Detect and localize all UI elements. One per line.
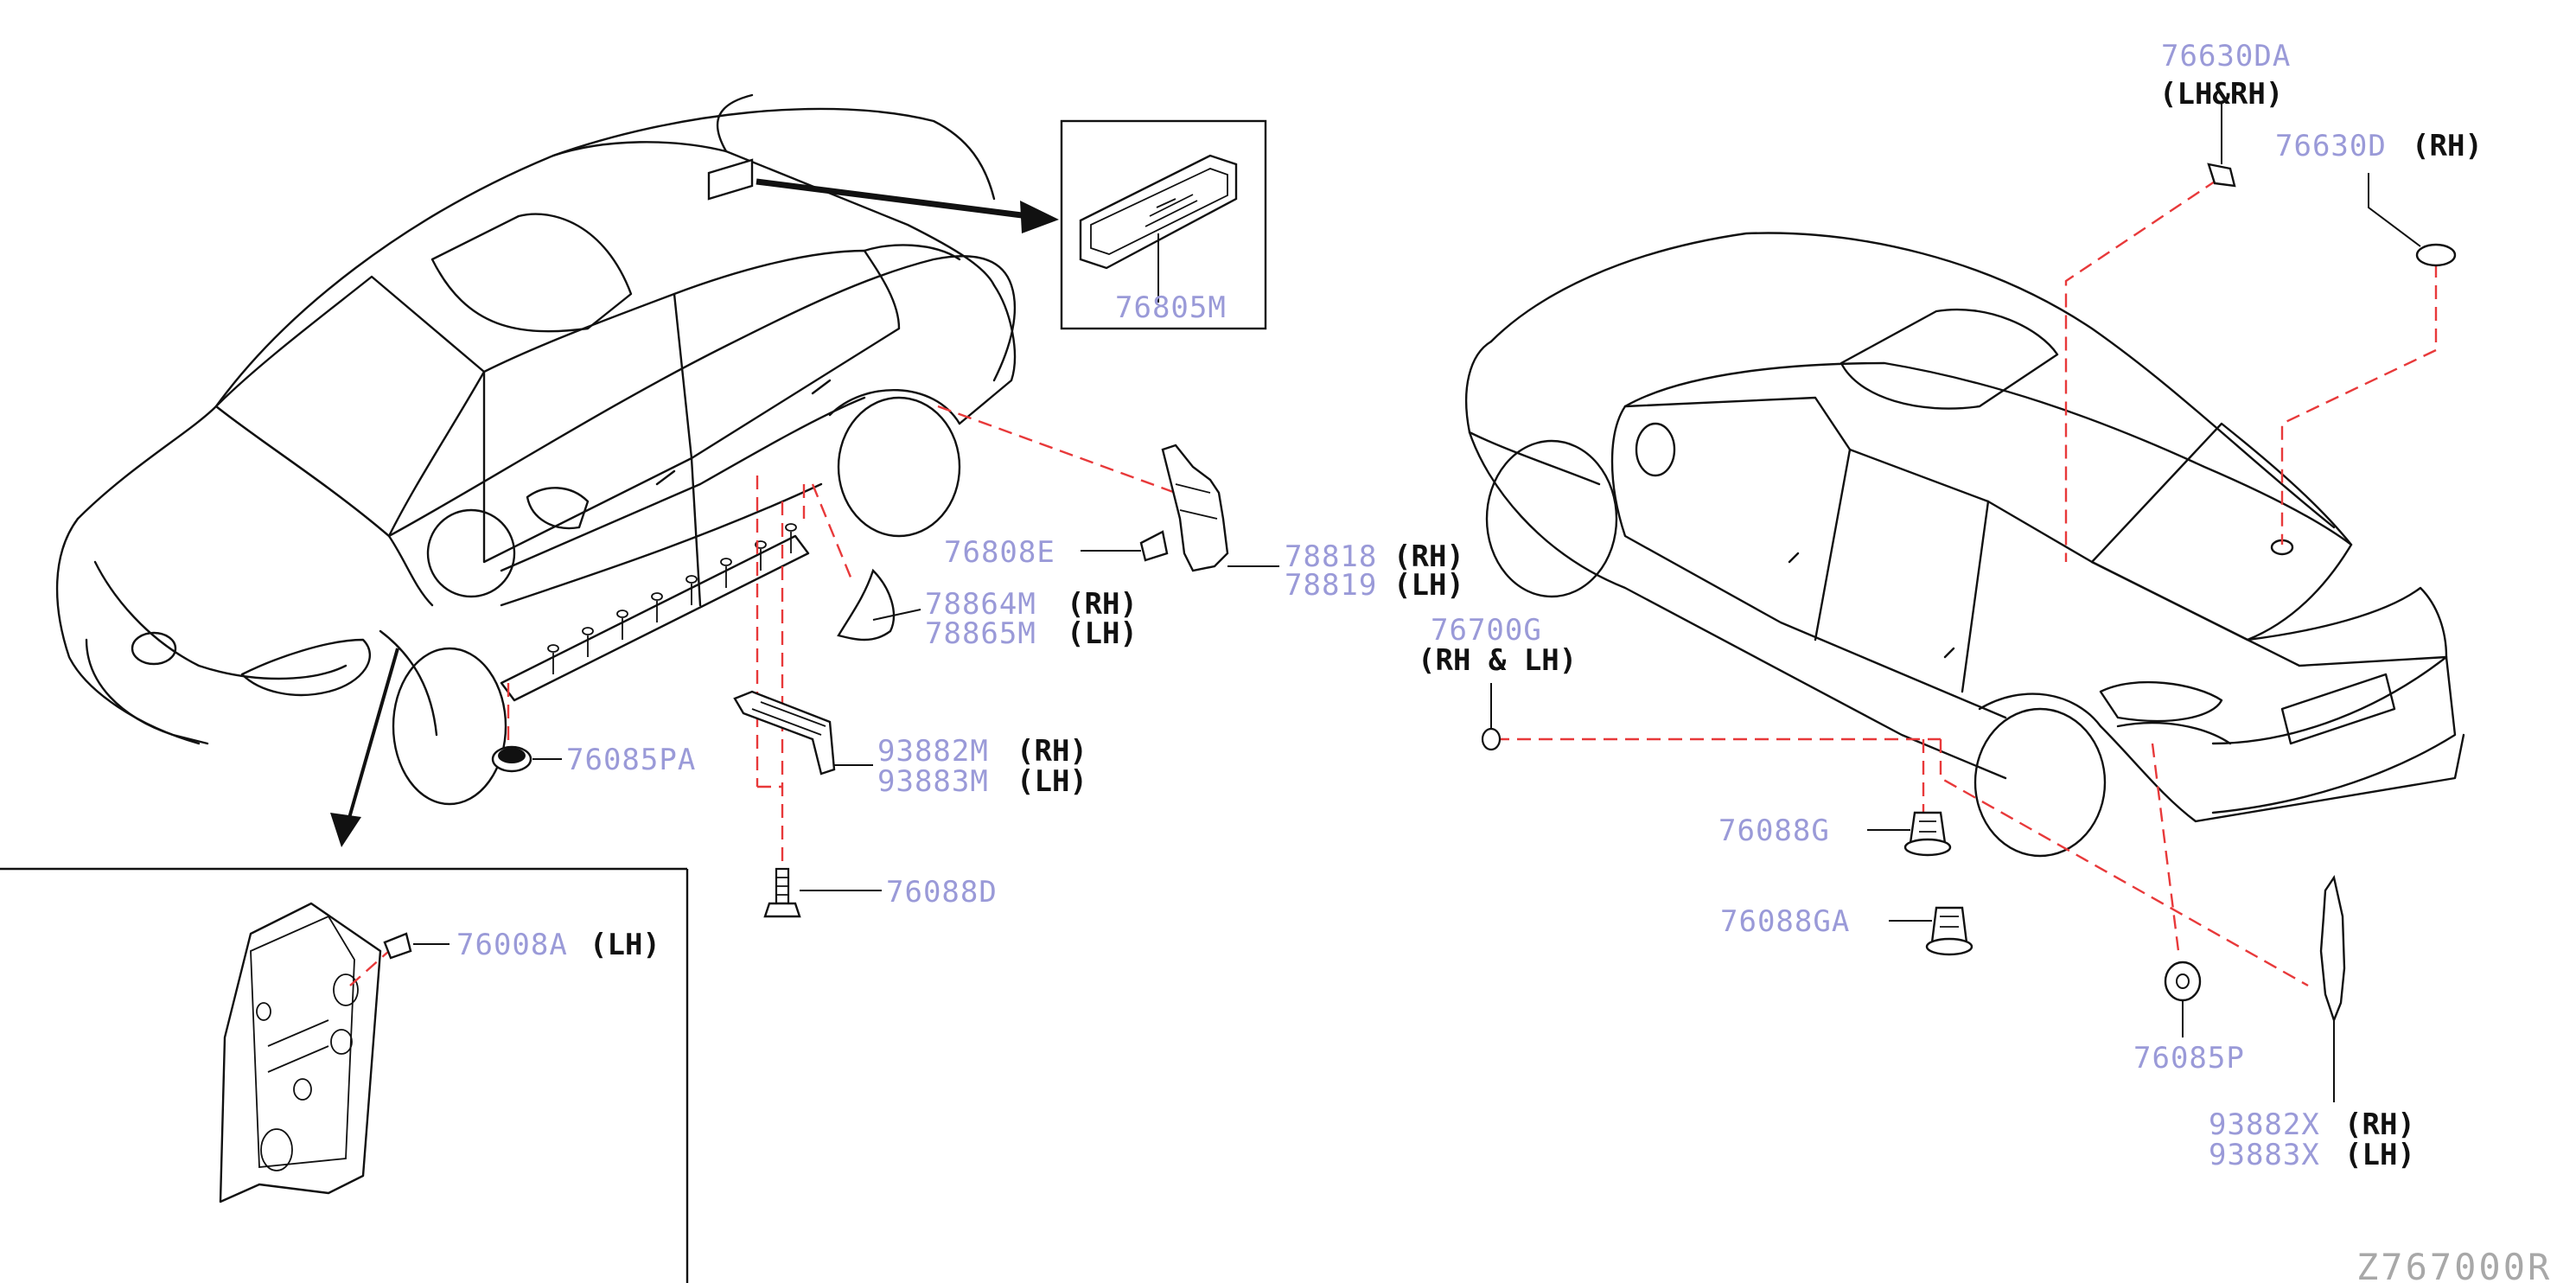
label-76805m: 76805M <box>1115 290 1227 325</box>
part-clip-76088ga: 76088GA <box>1720 904 1973 956</box>
label-93882x: 93882X <box>2209 1107 2320 1142</box>
label-76808e: 76808E <box>944 535 1055 570</box>
part-bracket-93882m: 93882M (RH) 93883M (LH) <box>733 476 1087 865</box>
label-76630d: 76630D <box>2275 129 2387 163</box>
diagram-reference: Z767000R <box>2356 1246 2552 1283</box>
label-93882m: 93882M <box>877 734 989 769</box>
part-bracket-93882x: 93882X (RH) 93883X (LH) <box>2209 874 2415 1172</box>
part-grommet-76085pa: 76085PA <box>491 683 696 777</box>
label-76088g: 76088G <box>1718 814 1830 848</box>
label-93883x: 93883X <box>2209 1138 2320 1172</box>
label-76008a: 76008A <box>456 928 568 962</box>
qualifier-78865m: (LH) <box>1067 616 1138 651</box>
front-car-illustration <box>55 93 1017 806</box>
label-78818: 78818 <box>1285 539 1377 574</box>
rear-car-illustration <box>1464 232 2465 858</box>
part-76700g: 76700G (RH & LH) <box>1418 613 1577 751</box>
label-78864m: 78864M <box>925 587 1036 622</box>
label-93883m: 93883M <box>877 764 989 799</box>
label-76700g: 76700G <box>1431 613 1542 648</box>
right-car-dash-lines <box>1495 179 2438 987</box>
label-78865m: 78865M <box>925 616 1036 651</box>
label-76085pa: 76085PA <box>566 743 696 777</box>
label-76630da: 76630DA <box>2161 39 2291 73</box>
qualifier-76008a: (LH) <box>590 928 660 962</box>
label-76088ga: 76088GA <box>1720 904 1850 939</box>
part-clip-76088g: 76088G <box>1718 811 1952 857</box>
part-76630d: 76630D (RH) <box>2275 129 2483 267</box>
part-mudguard: 76808E 78818 (RH) 78819 (LH) <box>937 405 1464 603</box>
qualifier-93882m: (RH) <box>1017 734 1087 769</box>
label-78819: 78819 <box>1285 568 1377 603</box>
roof-module-arrow <box>756 178 1059 233</box>
inset-box-pillar: 76008A (LH) <box>0 648 689 1283</box>
label-76088d: 76088D <box>886 875 998 910</box>
qualifier-76630d: (RH) <box>2412 129 2483 163</box>
qualifier-78864m: (RH) <box>1067 587 1138 622</box>
part-grommet-76085p: 76085P <box>2133 961 2245 1076</box>
part-clip-76088d: 76088D <box>763 867 998 918</box>
part-76630da: 76630DA (LH&RH) <box>2159 39 2291 188</box>
qualifier-78818: (RH) <box>1393 539 1464 574</box>
qualifier-93883x: (LH) <box>2344 1138 2415 1172</box>
part-protector: 78864M (RH) 78865M (LH) <box>811 483 1138 651</box>
qualifier-78819: (LH) <box>1393 568 1464 603</box>
qualifier-93883m: (LH) <box>1017 764 1087 799</box>
label-76085p: 76085P <box>2133 1041 2245 1076</box>
qualifier-76630da: (LH&RH) <box>2159 77 2283 112</box>
inset-box-76805m: 76805M <box>1060 119 1267 330</box>
qualifier-93882x: (RH) <box>2344 1107 2415 1142</box>
qualifier-76700g: (RH & LH) <box>1418 643 1577 678</box>
